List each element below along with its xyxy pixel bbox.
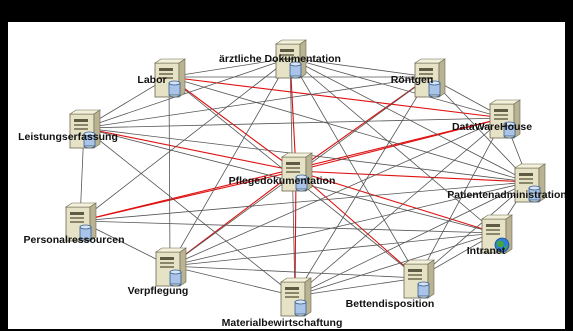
link-aerztliche-labor bbox=[168, 57, 291, 78]
node-label-leistung: Leistungserfassung bbox=[18, 131, 118, 143]
link-material-pflege bbox=[294, 170, 297, 297]
node-label-roentgen: Röntgen bbox=[391, 74, 434, 86]
node-label-betten: Bettendisposition bbox=[346, 298, 435, 310]
link-roentgen-material bbox=[294, 76, 430, 297]
node-label-aerztliche: ärztliche Dokumentation bbox=[219, 53, 341, 65]
server-icon bbox=[414, 58, 446, 98]
link-aerztliche-roentgen bbox=[289, 57, 430, 78]
disk-icon bbox=[428, 80, 441, 98]
disk-icon bbox=[294, 299, 307, 317]
disk-icon bbox=[295, 174, 308, 192]
link-aerztliche-dwh bbox=[289, 57, 505, 119]
link-intranet-personal bbox=[79, 220, 497, 234]
link-betten-pflege bbox=[295, 170, 419, 279]
node-aerztliche[interactable]: ärztliche Dokumentation bbox=[219, 39, 341, 79]
disk-icon bbox=[168, 80, 181, 98]
server-icon bbox=[489, 99, 521, 139]
server-icon bbox=[155, 247, 187, 287]
node-dwh[interactable]: DataWareHouse bbox=[452, 99, 532, 139]
link-dwh-verpflegung bbox=[169, 117, 505, 267]
disk-icon bbox=[83, 131, 96, 149]
disk-icon bbox=[79, 224, 92, 242]
link-aerztliche-intranet bbox=[289, 57, 497, 234]
node-label-personal: Personalressourcen bbox=[24, 234, 125, 246]
link-patienten-verpflegung bbox=[169, 181, 530, 267]
node-betten[interactable]: Bettendisposition bbox=[346, 259, 435, 310]
globe-icon bbox=[494, 237, 510, 253]
node-roentgen[interactable]: Röntgen bbox=[391, 58, 446, 98]
link-material-betten bbox=[294, 277, 419, 297]
link-intranet-verpflegung bbox=[169, 232, 497, 267]
disk-icon bbox=[503, 121, 516, 139]
node-leistung[interactable]: Leistungserfassung bbox=[18, 109, 118, 149]
node-label-patienten: Patientenadministration bbox=[447, 189, 565, 201]
node-label-material: Materialbewirtschaftung bbox=[222, 317, 343, 329]
link-aerztliche-verpflegung bbox=[169, 57, 291, 267]
disk-icon bbox=[417, 281, 430, 299]
link-leistung-material bbox=[83, 127, 296, 297]
link-intranet-pflege bbox=[295, 170, 497, 234]
link-labor-pflege bbox=[168, 76, 297, 172]
link-verpflegung-material bbox=[169, 265, 296, 297]
node-material[interactable]: Materialbewirtschaftung bbox=[222, 277, 343, 329]
node-personal[interactable]: Personalressourcen bbox=[24, 202, 125, 246]
link-verpflegung-pflege bbox=[169, 170, 297, 267]
node-label-verpflegung: Verpflegung bbox=[128, 285, 189, 297]
link-patienten-pflege bbox=[295, 170, 530, 183]
link-dwh-material bbox=[294, 117, 505, 297]
link-intranet-material bbox=[294, 232, 497, 297]
node-patienten[interactable]: Patientenadministration bbox=[447, 163, 565, 203]
node-label-pflege: Pflegedokumentation bbox=[229, 175, 336, 187]
link-labor-patienten bbox=[168, 76, 530, 183]
link-leistung-dwh bbox=[83, 117, 505, 129]
disk-icon bbox=[169, 269, 182, 287]
server-icon bbox=[281, 152, 313, 192]
link-personal-aerztliche bbox=[79, 57, 291, 222]
node-label-labor: Labor bbox=[137, 74, 166, 86]
node-label-dwh: DataWareHouse bbox=[452, 121, 532, 133]
link-leistung-pflege bbox=[83, 127, 297, 172]
link-roentgen-pflege bbox=[295, 76, 430, 172]
link-patienten-material bbox=[294, 181, 530, 297]
link-patienten-personal bbox=[79, 181, 530, 222]
node-pflege[interactable]: Pflegedokumentation bbox=[229, 152, 336, 192]
link-labor-verpflegung bbox=[168, 76, 171, 267]
disk-icon bbox=[289, 61, 302, 79]
node-verpflegung[interactable]: Verpflegung bbox=[128, 247, 189, 297]
link-verpflegung-betten bbox=[169, 265, 419, 279]
link-aerztliche-leistung bbox=[83, 57, 291, 129]
disk-icon bbox=[528, 185, 541, 203]
node-intranet[interactable]: Intranet bbox=[467, 214, 513, 257]
node-label-intranet: Intranet bbox=[467, 245, 506, 257]
node-labor[interactable]: Labor bbox=[137, 58, 186, 98]
link-roentgen-leistung bbox=[83, 76, 430, 129]
link-patienten-betten bbox=[417, 181, 530, 279]
